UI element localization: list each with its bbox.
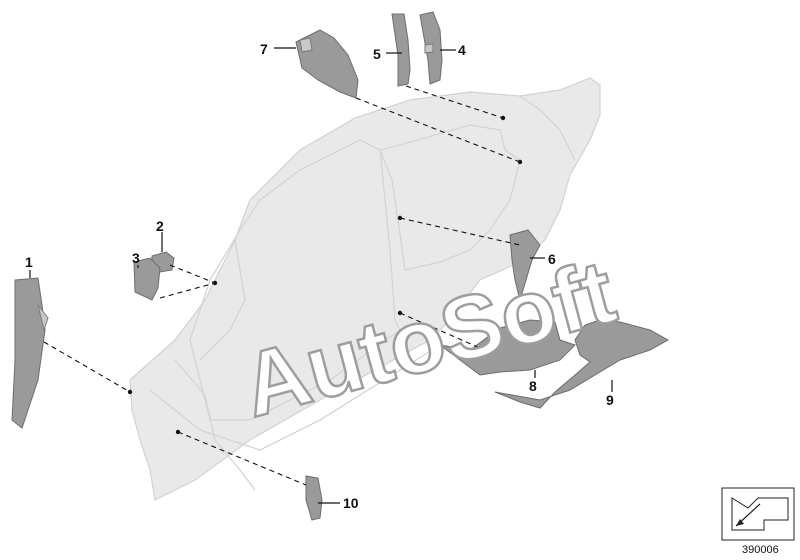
reference-number: 390006	[742, 544, 779, 556]
reference-box	[721, 487, 795, 541]
part-10-bracket	[305, 475, 323, 521]
side-frame	[129, 77, 601, 501]
part-9-sill-trim	[494, 319, 670, 409]
callout-9: 9	[606, 392, 614, 408]
part-4-pillar-strip	[419, 11, 443, 85]
callout-3: 3	[132, 250, 140, 266]
leader-lines	[29, 47, 613, 504]
part-8-floor-panel	[439, 319, 576, 376]
part-1-pillar-trim	[11, 277, 49, 429]
callout-10: 10	[343, 495, 359, 511]
callout-8: 8	[529, 378, 537, 394]
callout-2: 2	[156, 218, 164, 234]
callout-7: 7	[260, 41, 268, 57]
part-5-pillar-strip	[391, 13, 411, 87]
callout-4: 4	[458, 42, 466, 58]
part-6-gusset	[509, 229, 541, 302]
arrow-icon	[731, 497, 789, 531]
callout-6: 6	[548, 251, 556, 267]
part-3-bracket	[133, 257, 161, 301]
assembly-lines	[43, 85, 523, 486]
callout-5: 5	[373, 46, 381, 62]
callout-1: 1	[25, 254, 33, 270]
part-7-bracket	[295, 29, 359, 99]
